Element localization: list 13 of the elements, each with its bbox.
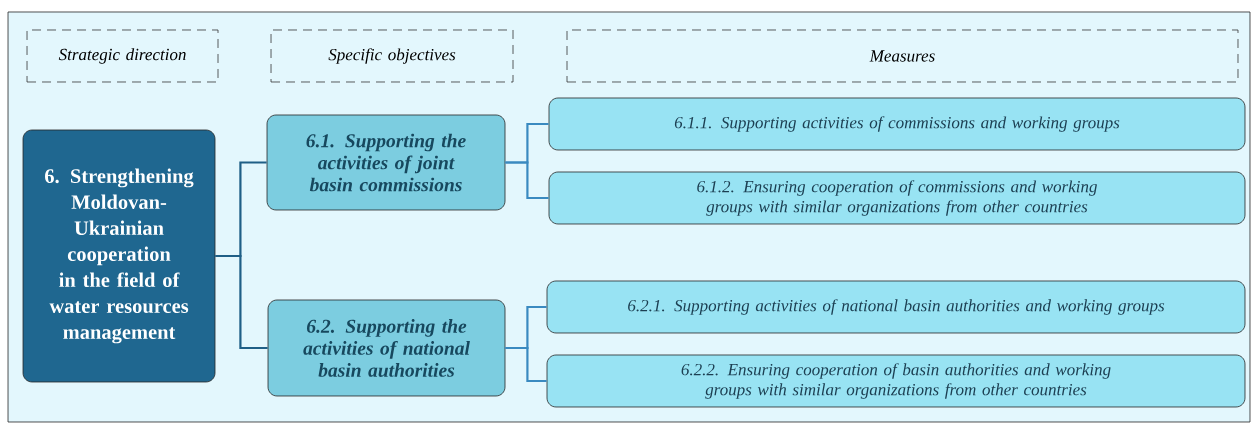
header-box: Measures [566,29,1239,83]
objective-box: 6.2. Supporting the activities of national basin authorities [267,299,506,397]
direction-box: 6. Strengthening Moldovan-Ukrainian cooperation in the field of water resources management [22,129,216,383]
connector-line [505,161,549,200]
header-box: Strategic direction [26,29,219,83]
measure-box: 6.1.1. Supporting activities of commissions and working groups [548,97,1246,151]
measure-box: 6.2.2. Ensuring cooperation of basin authorities and working groups with similar organizations from other countries [546,354,1246,408]
connector-line [215,254,268,350]
measure-box: 6.2.1. Supporting activities of national basin authorities and working groups [546,280,1246,334]
connector-line [505,346,547,383]
objective-box: 6.1. Supporting the activities of joint basin commissions [266,114,506,211]
measure-box: 6.1.2. Ensuring cooperation of commissions and working groups with similar organizations from other countries [548,171,1246,225]
header-box: Specific objectives [270,29,514,83]
